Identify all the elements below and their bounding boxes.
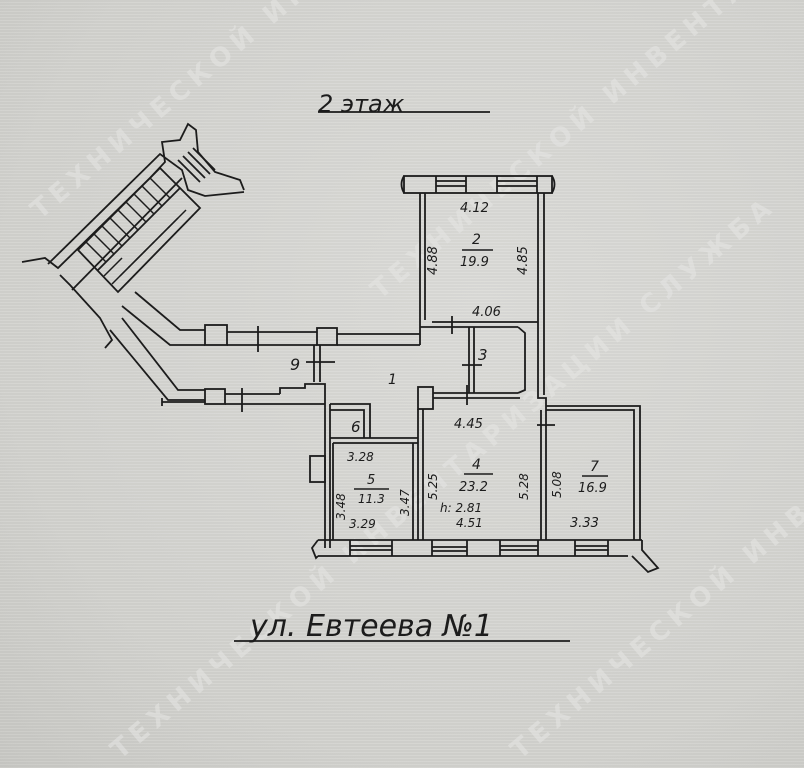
room-4-top-dim: 4.45 bbox=[454, 417, 483, 432]
room-5-area: 11.3 bbox=[358, 492, 385, 506]
room-2-left-dim: 4.88 bbox=[426, 246, 441, 275]
upper-corridor bbox=[121, 291, 420, 352]
room-3-number: 3 bbox=[478, 346, 488, 364]
room-9 bbox=[306, 345, 335, 382]
room-2 bbox=[400, 175, 556, 395]
svg-text:2 этаж: 2 этаж bbox=[318, 90, 405, 118]
room-6-number: 6 bbox=[351, 418, 361, 436]
staircase bbox=[21, 122, 245, 349]
floor-title: 2 этаж bbox=[318, 90, 490, 118]
lower-corridor bbox=[109, 317, 326, 412]
room-1-number: 1 bbox=[388, 372, 397, 388]
room-4 bbox=[422, 409, 555, 540]
facade-windows bbox=[310, 539, 660, 574]
svg-text:ТЕХНИЧЕСКОЙ ИНВЕНТАРИЗАЦИИ СЛУ: ТЕХНИЧЕСКОЙ ИНВЕНТАРИЗАЦИИ СЛУЖБА bbox=[104, 189, 782, 765]
room-4-area: 23.2 bbox=[459, 480, 488, 495]
svg-text:ТЕХНИЧЕСКОЙ ИНВЕНТАРИЗАЦИИ СЛУ: ТЕХНИЧЕСКОЙ ИНВЕНТАРИЗАЦИИ СЛУЖБА bbox=[504, 189, 804, 765]
room-2-area: 19.9 bbox=[460, 255, 489, 270]
street-label: ул. Евтеева №1 bbox=[249, 609, 493, 644]
room-labels: 4.12 4.88 4.85 2 19.9 4.06 3 1 9 6 3.28 … bbox=[290, 201, 608, 531]
room-4-number: 4 bbox=[472, 457, 481, 473]
room-4-bottom-dim: 4.51 bbox=[456, 516, 483, 530]
room-7-bottom-dim: 3.33 bbox=[570, 516, 599, 531]
room-5-bottom-dim: 3.29 bbox=[349, 517, 376, 531]
room-6 bbox=[330, 403, 418, 444]
room-4-right-dim: 5.28 bbox=[517, 473, 531, 500]
room-2-number: 2 bbox=[472, 232, 481, 248]
room-7 bbox=[546, 405, 641, 540]
room-7-number: 7 bbox=[590, 459, 599, 475]
room-2-top-dim: 4.12 bbox=[460, 201, 489, 216]
room-2-right-dim: 4.85 bbox=[516, 246, 531, 275]
room-3 bbox=[417, 322, 547, 410]
room-5-left-dim: 3.48 bbox=[334, 493, 348, 520]
room-7-left-dim: 5.08 bbox=[550, 471, 564, 498]
room-5-top-dim: 3.28 bbox=[347, 450, 374, 464]
room-5-number: 5 bbox=[367, 473, 375, 488]
room-7-area: 16.9 bbox=[578, 481, 607, 496]
room-4-height: h: 2.81 bbox=[440, 501, 482, 515]
room-4-left-dim: 5.25 bbox=[426, 473, 440, 500]
room-5-right-dim: 3.47 bbox=[398, 489, 412, 516]
room-2-bottom-dim: 4.06 bbox=[472, 305, 501, 320]
watermark: ТЕХНИЧЕСКОЙ ИНВЕНТАРИЗАЦИИ СЛУЖБА ТЕХНИЧ… bbox=[24, 0, 804, 765]
room-9-number: 9 bbox=[290, 355, 300, 374]
room-5 bbox=[309, 409, 419, 540]
